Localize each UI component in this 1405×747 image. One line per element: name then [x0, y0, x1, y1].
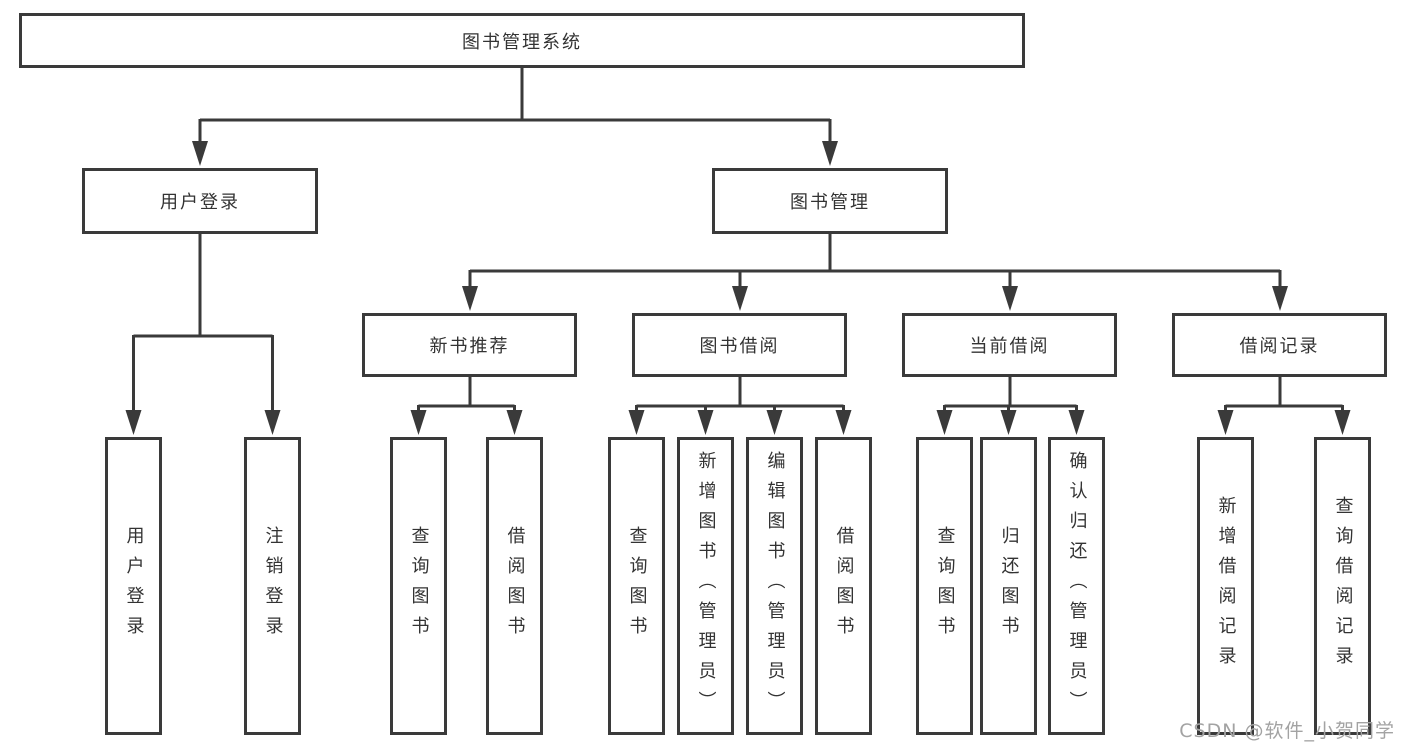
connector-userlogin-to-leaves — [132, 233, 274, 412]
leaf-recommend-query-books: 查询图书 — [390, 437, 447, 735]
node-current-borrowing: 当前借阅 — [902, 313, 1117, 377]
arrowhead — [835, 410, 852, 435]
arrowhead — [410, 410, 427, 435]
arrowhead — [1217, 410, 1234, 435]
arrowhead — [125, 410, 142, 435]
leaf-borrowing-edit-books: 编辑图书（管理员） — [746, 437, 803, 735]
connector-root-to-level2 — [198, 67, 832, 143]
node-borrowing-records: 借阅记录 — [1172, 313, 1387, 377]
leaf-logout: 注销登录 — [244, 437, 301, 735]
leaf-current-confirm-return: 确认归还（管理员） — [1048, 437, 1105, 735]
arrowhead — [936, 410, 953, 435]
arrowheads — [125, 141, 1351, 435]
connector-borrowing-to-leaves — [635, 376, 845, 412]
arrowhead — [462, 286, 478, 311]
leaf-current-return-books: 归还图书 — [980, 437, 1037, 735]
node-root: 图书管理系统 — [19, 13, 1025, 68]
arrowhead — [732, 286, 748, 311]
arrowhead — [506, 410, 523, 435]
arrowhead — [628, 410, 645, 435]
leaf-records-query-record: 查询借阅记录 — [1314, 437, 1371, 735]
leaf-current-query-books: 查询图书 — [916, 437, 973, 735]
csdn-watermark: CSDN @软件_小贺同学 — [1179, 720, 1395, 742]
arrowhead — [1002, 286, 1018, 311]
connector-records-to-leaves — [1224, 376, 1344, 412]
arrowhead — [1272, 286, 1288, 311]
arrowhead — [192, 141, 208, 166]
arrowhead — [264, 410, 281, 435]
node-book-management: 图书管理 — [712, 168, 948, 234]
leaf-borrowing-query-books: 查询图书 — [608, 437, 665, 735]
arrowhead — [697, 410, 714, 435]
leaf-user-login: 用户登录 — [105, 437, 162, 735]
leaf-borrowing-borrow-books: 借阅图书 — [815, 437, 872, 735]
leaf-recommend-borrow-books: 借阅图书 — [486, 437, 543, 735]
arrowhead — [1000, 410, 1017, 435]
node-new-book-recommend: 新书推荐 — [362, 313, 577, 377]
leaf-records-add-record: 新增借阅记录 — [1197, 437, 1254, 735]
node-book-borrowing: 图书借阅 — [632, 313, 847, 377]
arrowhead — [1334, 410, 1351, 435]
connector-current-to-leaves — [943, 376, 1078, 412]
connector-recommend-to-leaves — [417, 376, 516, 412]
arrowhead — [766, 410, 783, 435]
connector-bookmgmt-to-level3 — [468, 233, 1282, 288]
node-user-login: 用户登录 — [82, 168, 318, 234]
arrowhead — [822, 141, 838, 166]
leaf-borrowing-add-books: 新增图书（管理员） — [677, 437, 734, 735]
arrowhead — [1068, 410, 1085, 435]
